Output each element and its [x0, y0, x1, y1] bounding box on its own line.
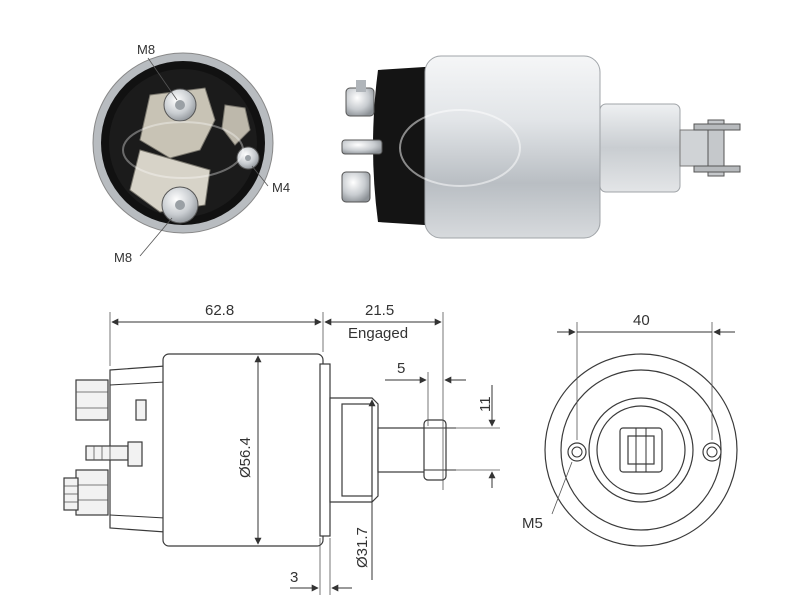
tech-terminal-bottom	[75, 469, 109, 516]
side-terminal-bottom	[341, 171, 371, 203]
label-mount-thread: M5	[522, 515, 543, 532]
tech-side-view: 62.8 21.5 Engaged 5 11 Ø56.4 Ø31.7 3	[63, 302, 500, 595]
tech-terminal-top	[75, 379, 109, 421]
label-m8-top: M8	[137, 42, 155, 57]
tech-front-view: 40 M5	[522, 312, 738, 547]
tech-flange	[319, 363, 331, 537]
side-watermark-logo	[399, 109, 521, 187]
dim-fork-offset: 5	[397, 360, 405, 377]
dim-nose-diameter: Ø31.7	[354, 527, 371, 568]
tech-terminal-small	[85, 445, 129, 461]
photo-end-view: M8 M4 M8	[92, 42, 290, 265]
dim-fork-width: 11	[477, 396, 494, 412]
dim-mount-spacing: 40	[633, 312, 650, 329]
side-housing	[424, 55, 601, 239]
dim-body-diameter: Ø56.4	[237, 437, 254, 478]
label-m8-bottom: M8	[114, 250, 132, 265]
dim-body-length: 62.8	[205, 302, 234, 319]
side-nose	[599, 103, 681, 193]
tech-plunger	[377, 427, 429, 473]
mount-hole-left	[567, 442, 587, 462]
dim-flange-thickness: 3	[290, 569, 298, 586]
dim-plunger-state: Engaged	[348, 325, 408, 342]
watermark-logo	[122, 121, 244, 179]
side-terminal-small	[341, 139, 383, 155]
side-terminal-top	[345, 87, 375, 117]
label-m4: M4	[272, 180, 290, 195]
dim-plunger-travel: 21.5	[365, 302, 394, 319]
photo-side-view	[341, 55, 741, 239]
mount-hole-right	[702, 442, 722, 462]
